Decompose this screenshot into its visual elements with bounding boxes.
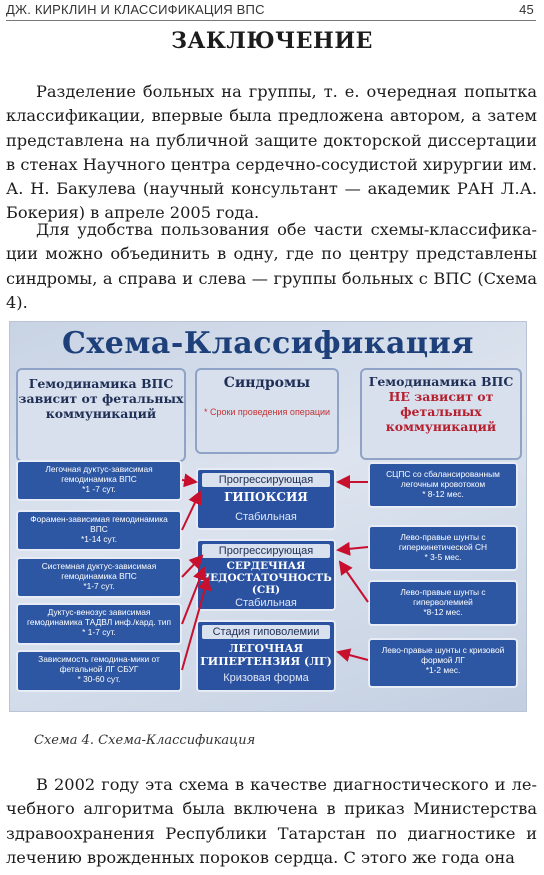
figure-caption: Схема 4. Схема-Классификация [34, 733, 256, 748]
right-group-1-duration: * 8-12 мес. [422, 489, 464, 499]
right-group-3-text: Лево-правые шунты с гиперволемией [400, 587, 486, 607]
right-group-1-text: СЦПС со сбалансированным легочным кровот… [386, 469, 500, 489]
left-group-4-text: Дуктус-венозус зависимая гемодинамика ТА… [27, 607, 171, 627]
middle-column-title: Синдромы [223, 375, 311, 391]
running-head: ДЖ. КИРКЛИН И КЛАССИФИКАЦИЯ ВПС 45 [6, 0, 536, 21]
syndrome-heart-failure: Прогрессирующая СЕРДЕЧНАЯ НЕДОСТАТОЧНОСТ… [196, 539, 336, 611]
left-group-3: Системная дуктус-зависимая гемодинамика … [16, 557, 182, 598]
left-group-3-duration: *1-7 сут. [83, 581, 115, 591]
left-group-4: Дуктус-венозус зависимая гемодинамика ТА… [16, 603, 182, 645]
syndrome-hypoxia: Прогрессирующая ГИПОКСИЯ Стабильная [196, 468, 336, 530]
middle-column-note: * Сроки проведения операции [203, 407, 331, 417]
right-group-4-duration: *1-2 мес. [425, 665, 461, 675]
left-group-3-text: Системная дуктус-зависимая гемодинамика … [41, 561, 157, 581]
right-group-4: Лево-правые шунты с кризовой формой ЛГ *… [368, 638, 518, 688]
left-group-4-duration: * 1-7 сут. [82, 627, 116, 637]
right-group-2-duration: * 3-5 мес. [424, 552, 462, 562]
arrow-right-4 [336, 648, 369, 662]
paragraph-3: В 2002 году эта схема в качестве диагнос… [6, 775, 537, 867]
left-group-1-duration: *1 -7 сут. [82, 484, 116, 494]
arrow-right-2 [336, 541, 369, 556]
syndrome-heart-failure-top: Прогрессирующая [202, 544, 330, 558]
syndrome-heart-failure-name: СЕРДЕЧНАЯ НЕДОСТАТОЧНОСТЬ (СН) [200, 560, 332, 596]
right-group-2: Лево-правые шунты с гиперкинетической СН… [368, 525, 518, 571]
arrow-right-3 [338, 560, 369, 603]
paragraph-2: Для удобства пользования обе части схемы… [6, 220, 537, 312]
right-header-line-2: НЕ зависит от фетальных коммуникаций [385, 389, 497, 434]
scheme-title: Схема-Классификация [62, 326, 474, 361]
syndrome-hypoxia-name: ГИПОКСИЯ [224, 490, 308, 504]
right-header-line-1: Гемодинамика ВПС [368, 374, 514, 389]
right-group-2-text: Лево-правые шунты с гиперкинетической СН [398, 532, 488, 552]
syndrome-pulmonary-hypertension-top: Стадия гиповолемии [202, 625, 330, 639]
running-head-title: ДЖ. КИРКЛИН И КЛАССИФИКАЦИЯ ВПС [6, 2, 265, 17]
arrow-left-1 [181, 473, 198, 488]
left-group-5-duration: * 30-60 сут. [77, 674, 121, 684]
left-group-2-text: Форамен-зависимая гемодинамика ВПС [30, 514, 168, 534]
syndrome-pulmonary-hypertension-bottom: Кризовая форма [223, 672, 309, 684]
left-group-1-text: Легочная дуктус-зависимая гемодинамика В… [45, 464, 153, 484]
right-group-4-text: Лево-правые шунты с кризовой формой ЛГ [381, 645, 505, 665]
syndrome-hypoxia-bottom: Стабильная [235, 511, 297, 523]
syndrome-pulmonary-hypertension: Стадия гиповолемии ЛЕГОЧНАЯ ГИПЕРТЕНЗИЯ … [196, 620, 336, 692]
syndrome-heart-failure-bottom: Стабильная [235, 597, 297, 609]
section-title: ЗАКЛЮЧЕНИЕ [171, 28, 373, 54]
right-group-1: СЦПС со сбалансированным легочным кровот… [368, 462, 518, 508]
middle-column-header: Синдромы * Сроки проведения операции [195, 368, 339, 454]
left-group-2-duration: *1-14 сут. [81, 534, 117, 544]
page-number: 45 [519, 2, 534, 17]
left-group-5: Зависимость гемодина-мики от фетальной Л… [16, 650, 182, 692]
syndrome-pulmonary-hypertension-name: ЛЕГОЧНАЯ ГИПЕРТЕНЗИЯ (ЛГ) [200, 642, 332, 668]
classification-scheme: Схема-Классификация Гемодинамика ВПС зав… [9, 321, 527, 712]
left-group-5-text: Зависимость гемодина-мики от фетальной Л… [38, 654, 160, 674]
left-group-2: Форамен-зависимая гемодинамика ВПС *1-14… [16, 510, 182, 551]
right-column-header: Гемодинамика ВПС НЕ зависит от фетальных… [360, 368, 522, 460]
right-group-3-duration: *8-12 мес. [423, 607, 463, 617]
syndrome-hypoxia-top: Прогрессирующая [202, 473, 330, 487]
paragraph-1: Разделение больных на группы, т. е. очер… [6, 82, 537, 223]
left-column-header: Гемодинамика ВПС зависит от фетальных ко… [16, 368, 186, 462]
left-group-1: Легочная дуктус-зависимая гемодинамика В… [16, 460, 182, 501]
right-group-3: Лево-правые шунты с гиперволемией *8-12 … [368, 580, 518, 626]
